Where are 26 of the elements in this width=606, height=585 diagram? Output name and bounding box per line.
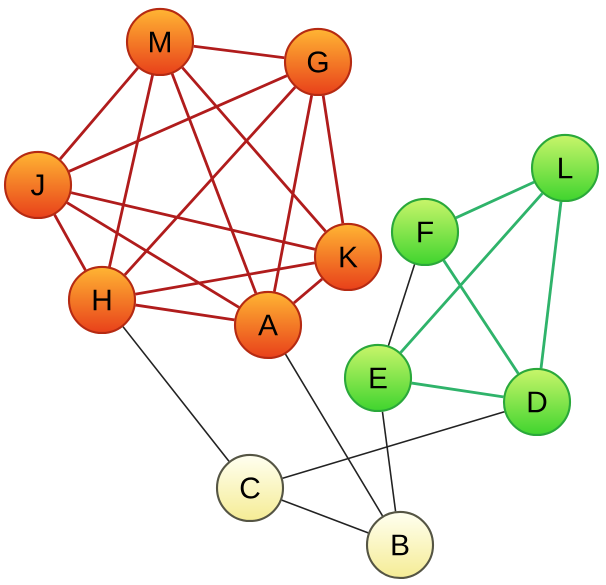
edge-line [53, 214, 87, 271]
edge-line [135, 261, 315, 296]
edge-line [388, 264, 416, 346]
edge-line [293, 278, 323, 304]
edge-line [181, 66, 327, 232]
edge-line [282, 411, 505, 479]
edge-line [284, 354, 384, 516]
edge-line [322, 95, 344, 224]
edge-line [540, 202, 562, 368]
edge-line [59, 66, 139, 160]
edge-line [382, 412, 396, 512]
edge-line [170, 73, 258, 294]
edge-line [455, 180, 535, 220]
edge-line [135, 304, 235, 322]
edge-line [70, 191, 316, 251]
edge-line [411, 382, 504, 398]
edge-line [282, 499, 368, 534]
edge-line [272, 95, 314, 292]
edge-line [108, 74, 154, 268]
edge-line [442, 260, 520, 374]
edge-line [66, 202, 240, 308]
edge-line [194, 44, 284, 60]
edge-line [124, 86, 296, 276]
edge-line [122, 326, 230, 462]
edge-line [68, 74, 288, 173]
edge-line [400, 192, 544, 354]
